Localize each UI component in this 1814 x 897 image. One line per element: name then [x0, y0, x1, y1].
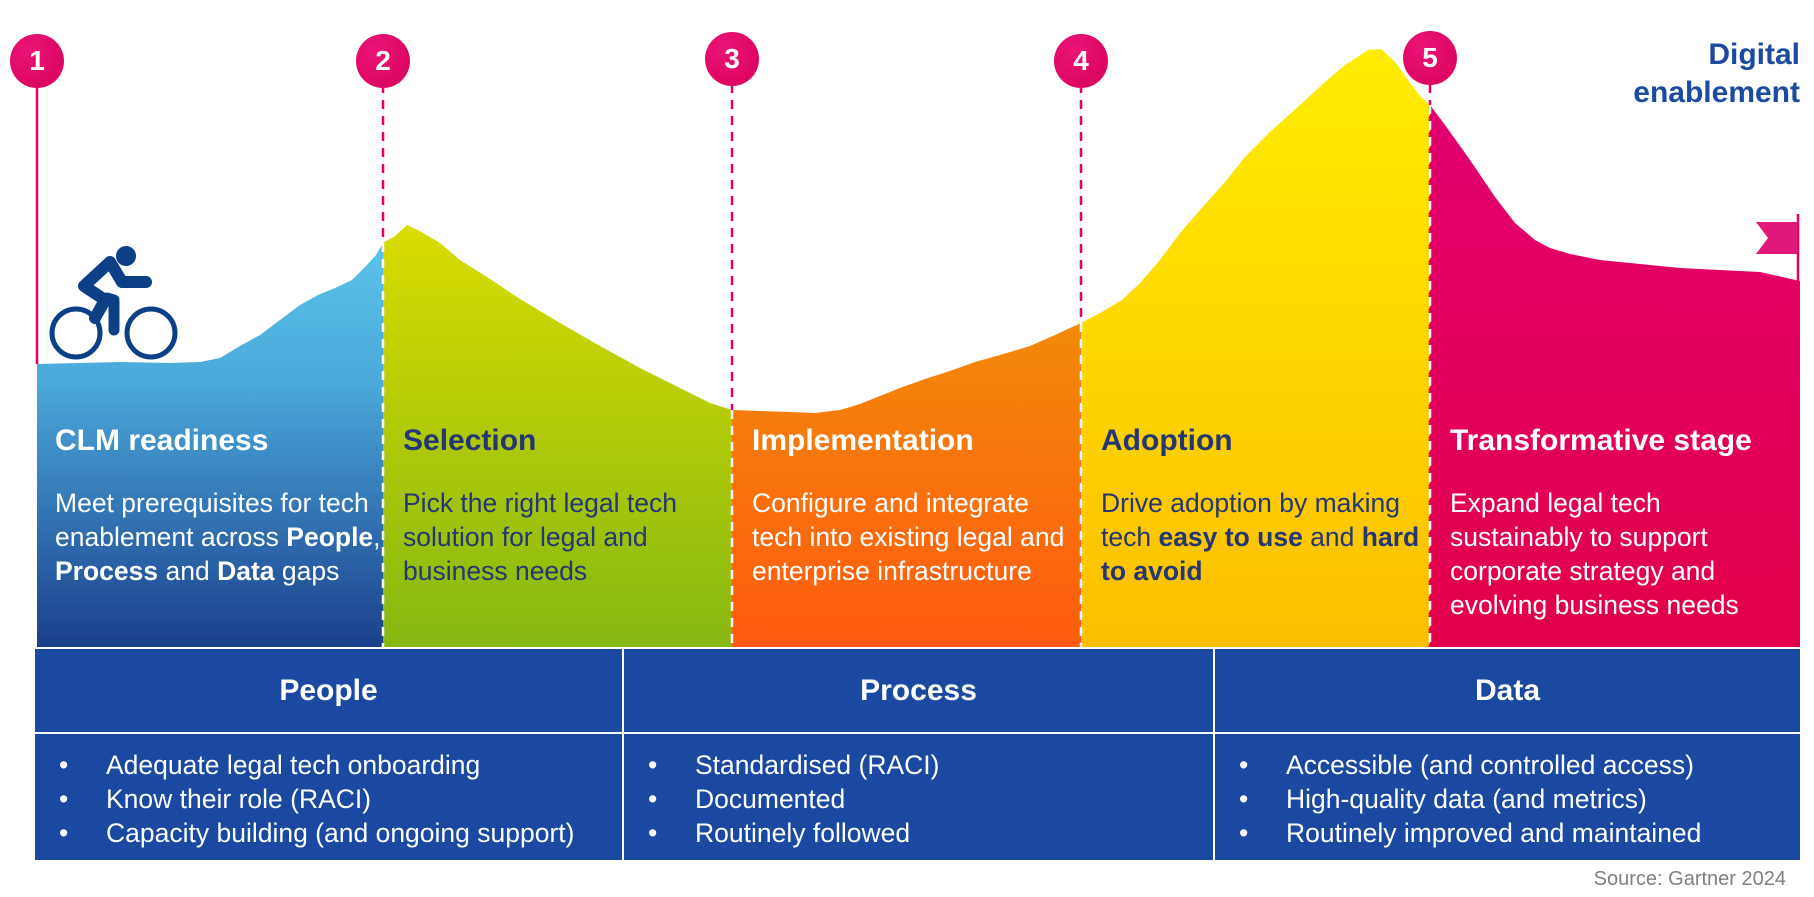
diagram-title: Digital enablement [1633, 36, 1800, 112]
stage-5-area [1430, 105, 1800, 647]
pillar-list: • Accessible (and controlled access) • Hig… [1215, 734, 1800, 850]
stage-title: Selection [403, 424, 537, 457]
list-item: • Documented [624, 782, 1213, 816]
description-text: Drive adoption by making tech [1101, 488, 1401, 552]
stage-transformative: Transformative stage Expand legal tech s… [1432, 424, 1800, 622]
pillar-header: Process [624, 649, 1213, 734]
emphasis-text: Process [55, 556, 159, 586]
list-item-text: Documented [695, 784, 846, 814]
stage-description: Configure and integrate tech into existi… [752, 486, 1081, 588]
bullet-icon: • [648, 818, 658, 848]
list-item: • Adequate legal tech onboarding [35, 748, 622, 782]
stage-title: Implementation [752, 424, 974, 457]
list-item-text: Routinely improved and maintained [1286, 818, 1702, 848]
stage-4-area [1081, 49, 1430, 647]
stage-title: CLM readiness [55, 424, 269, 457]
list-item-text: Adequate legal tech onboarding [106, 750, 481, 780]
stage-marker-1: 1 [10, 34, 64, 88]
stage-1-area [37, 243, 383, 647]
list-item: • Accessible (and controlled access) [1215, 748, 1800, 782]
list-item: • Standardised (RACI) [624, 748, 1213, 782]
stage-marker-4: 4 [1054, 34, 1108, 88]
emphasis-text: hard to avoid [1101, 522, 1420, 586]
stage-description: Drive adoption by making tech easy to us… [1101, 486, 1430, 588]
list-item: • Know their role (RACI) [35, 782, 622, 816]
description-text: , [373, 522, 381, 552]
stage-description: Pick the right legal tech solution for l… [403, 486, 732, 588]
list-item-text: High-quality data (and metrics) [1286, 784, 1647, 814]
bullet-icon: • [59, 750, 69, 780]
mountain-profile [35, 49, 1800, 647]
bullet-icon: • [1239, 750, 1249, 780]
list-item: • Routinely followed [624, 816, 1213, 850]
list-item-text: Standardised (RACI) [695, 750, 940, 780]
list-item-text: Capacity building (and ongoing support) [106, 818, 575, 848]
emphasis-text: People [286, 522, 374, 552]
pillar-column-people: People • Adequate legal tech onboarding •… [35, 649, 622, 860]
stage-marker-5: 5 [1403, 31, 1457, 85]
description-text: and [1302, 522, 1362, 552]
bullet-icon: • [59, 818, 69, 848]
emphasis-text: Data [217, 556, 275, 586]
bullet-icon: • [648, 750, 658, 780]
stage-marker-2: 2 [356, 34, 410, 88]
stage-description: Meet prerequisites for tech enablement a… [55, 486, 383, 588]
description-text: gaps [274, 556, 340, 586]
source-caption: Source: Gartner 2024 [1593, 868, 1786, 890]
emphasis-text: easy to use [1158, 522, 1303, 552]
stage-2-area [383, 225, 732, 647]
bullet-icon: • [59, 784, 69, 814]
list-item-text: Routinely followed [695, 818, 911, 848]
stage-title: Transformative stage [1450, 424, 1752, 457]
stage-3-area [732, 323, 1081, 647]
pillar-header: Data [1215, 649, 1800, 734]
stage-adoption: Adoption Drive adoption by making tech e… [1083, 424, 1430, 588]
pillars-table: People • Adequate legal tech onboarding •… [35, 649, 1800, 860]
description-text: Meet prerequisites for tech enablement a… [55, 488, 369, 552]
stage-implementation: Implementation Configure and integrate t… [734, 424, 1081, 588]
description-text: Pick the right legal tech solution for l… [403, 488, 677, 586]
diagram-title-line-1: Digital [1708, 38, 1800, 71]
pillar-list: • Adequate legal tech onboarding • Know th… [35, 734, 622, 850]
description-text: Expand legal tech sustainably to support… [1450, 488, 1739, 620]
stage-clm-readiness: CLM readiness Meet prerequisites for tec… [37, 424, 383, 588]
list-item-text: Know their role (RACI) [106, 784, 372, 814]
pillar-list: • Standardised (RACI) • Documented • Routin… [624, 734, 1213, 850]
finish-flag-icon [1756, 214, 1800, 282]
stage-title: Adoption [1101, 424, 1233, 457]
list-item: • Routinely improved and maintained [1215, 816, 1800, 850]
bullet-icon: • [648, 784, 658, 814]
diagram-title-line-2: enablement [1633, 76, 1800, 109]
stage-marker-3: 3 [705, 32, 759, 86]
stage-description: Expand legal tech sustainably to support… [1450, 486, 1800, 622]
description-text: and [158, 556, 218, 586]
description-text: Configure and integrate tech into existi… [752, 488, 1065, 586]
bullet-icon: • [1239, 784, 1249, 814]
list-item-text: Accessible (and controlled access) [1286, 750, 1694, 780]
pillar-header: People [35, 649, 622, 734]
list-item: • Capacity building (and ongoing support) [35, 816, 622, 850]
bullet-icon: • [1239, 818, 1249, 848]
pillar-column-process: Process • Standardised (RACI) • Documented… [622, 649, 1213, 860]
stage-selection: Selection Pick the right legal tech solu… [385, 424, 732, 588]
list-item: • High-quality data (and metrics) [1215, 782, 1800, 816]
cyclist-icon [49, 246, 178, 360]
pillar-column-data: Data • Accessible (and controlled access)… [1213, 649, 1800, 860]
